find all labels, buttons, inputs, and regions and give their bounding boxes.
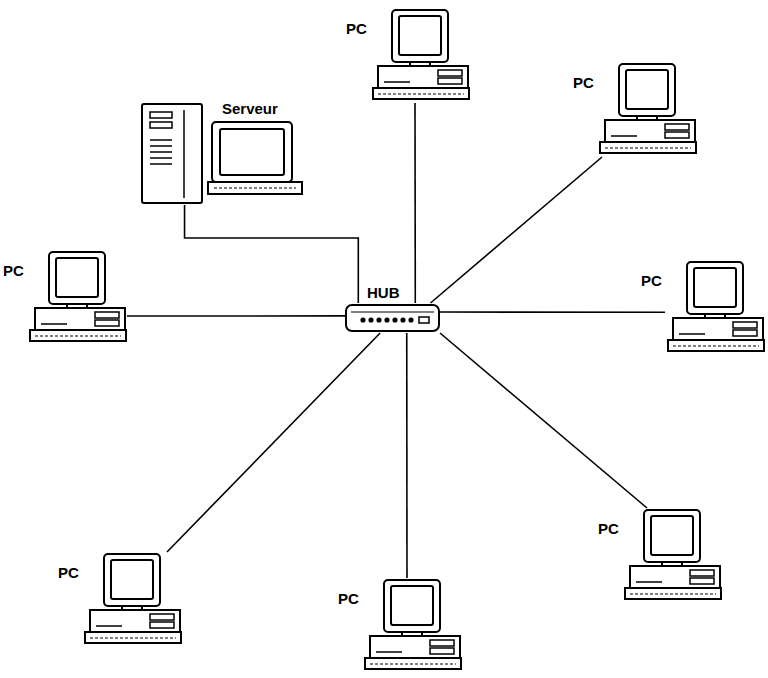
pc-illustration bbox=[362, 578, 462, 673]
network-cable bbox=[406, 333, 408, 578]
pc-computer: PC bbox=[362, 578, 462, 673]
pc-computer: PC bbox=[82, 552, 182, 647]
pc-illustration bbox=[370, 8, 470, 103]
label-holder: PC bbox=[346, 20, 367, 38]
device-label: PC bbox=[3, 262, 24, 279]
device-label: PC bbox=[598, 520, 619, 537]
device-label: HUB bbox=[367, 284, 400, 301]
pc-computer: PC bbox=[27, 250, 127, 345]
pc-illustration bbox=[82, 552, 182, 647]
network-cable bbox=[431, 157, 603, 303]
pc-computer: PC bbox=[370, 8, 470, 103]
network-hub: HUB bbox=[345, 303, 440, 333]
network-cable bbox=[127, 315, 345, 317]
device-label: PC bbox=[346, 20, 367, 37]
label-holder: PC bbox=[573, 74, 594, 92]
device-label: Serveur bbox=[222, 100, 278, 117]
label-holder: PC bbox=[641, 272, 662, 290]
network-cable bbox=[167, 333, 380, 552]
pc-computer: PC bbox=[665, 260, 765, 355]
network-cable bbox=[440, 311, 665, 313]
label-holder: PC bbox=[58, 564, 79, 582]
hub-illustration bbox=[345, 303, 440, 333]
device-label: PC bbox=[58, 564, 79, 581]
pc-illustration bbox=[27, 250, 127, 345]
device-label: PC bbox=[573, 74, 594, 91]
pc-illustration bbox=[622, 508, 722, 603]
label-holder: PC bbox=[598, 520, 619, 538]
pc-illustration bbox=[665, 260, 765, 355]
server-computer: Serveur bbox=[140, 100, 305, 205]
device-label: PC bbox=[641, 272, 662, 289]
label-holder: PC bbox=[338, 590, 359, 608]
network-cable bbox=[440, 333, 647, 508]
network-cable bbox=[185, 205, 359, 303]
pc-computer: PC bbox=[597, 62, 697, 157]
label-holder: HUB bbox=[367, 284, 400, 302]
network-cable bbox=[414, 103, 416, 303]
device-label: PC bbox=[338, 590, 359, 607]
label-holder: Serveur bbox=[222, 100, 278, 118]
pc-illustration bbox=[597, 62, 697, 157]
label-holder: PC bbox=[3, 262, 24, 280]
pc-computer: PC bbox=[622, 508, 722, 603]
